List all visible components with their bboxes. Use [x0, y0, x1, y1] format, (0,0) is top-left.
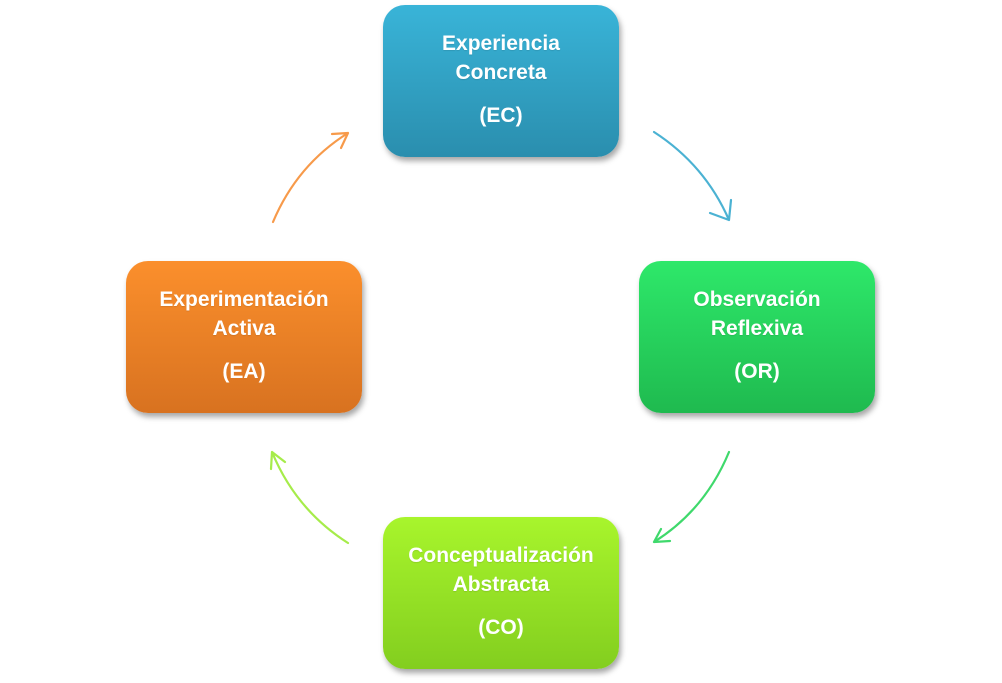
node-title-line-1: Conceptualización [408, 543, 594, 567]
arrow-co-to-ea [269, 450, 350, 545]
arrow-or-to-co [652, 450, 731, 544]
node-abbreviation: (EC) [479, 103, 523, 127]
node-title-line-1: Observación [693, 287, 821, 311]
node-experimentacion-activa: Experimentación Activa (EA) [126, 261, 362, 413]
node-abbreviation: (OR) [734, 359, 780, 383]
arrow-ea-to-ec [271, 131, 350, 224]
node-title-line-2: Activa [212, 316, 276, 340]
node-observacion-reflexiva: Observación Reflexiva (OR) [639, 261, 875, 413]
node-conceptualizacion-abstracta: Conceptualización Abstracta (CO) [383, 517, 619, 669]
node-title-line-2: Abstracta [452, 572, 550, 596]
node-title-line-1: Experiencia [442, 31, 560, 55]
node-abbreviation: (EA) [222, 359, 266, 383]
node-title-line-2: Concreta [455, 60, 547, 84]
node-abbreviation: (CO) [478, 615, 524, 639]
node-title-line-2: Reflexiva [710, 316, 804, 340]
node-title-line-1: Experimentación [159, 287, 329, 311]
arrow-ec-to-or [652, 130, 733, 222]
node-experiencia-concreta: Experiencia Concreta (EC) [383, 5, 619, 157]
